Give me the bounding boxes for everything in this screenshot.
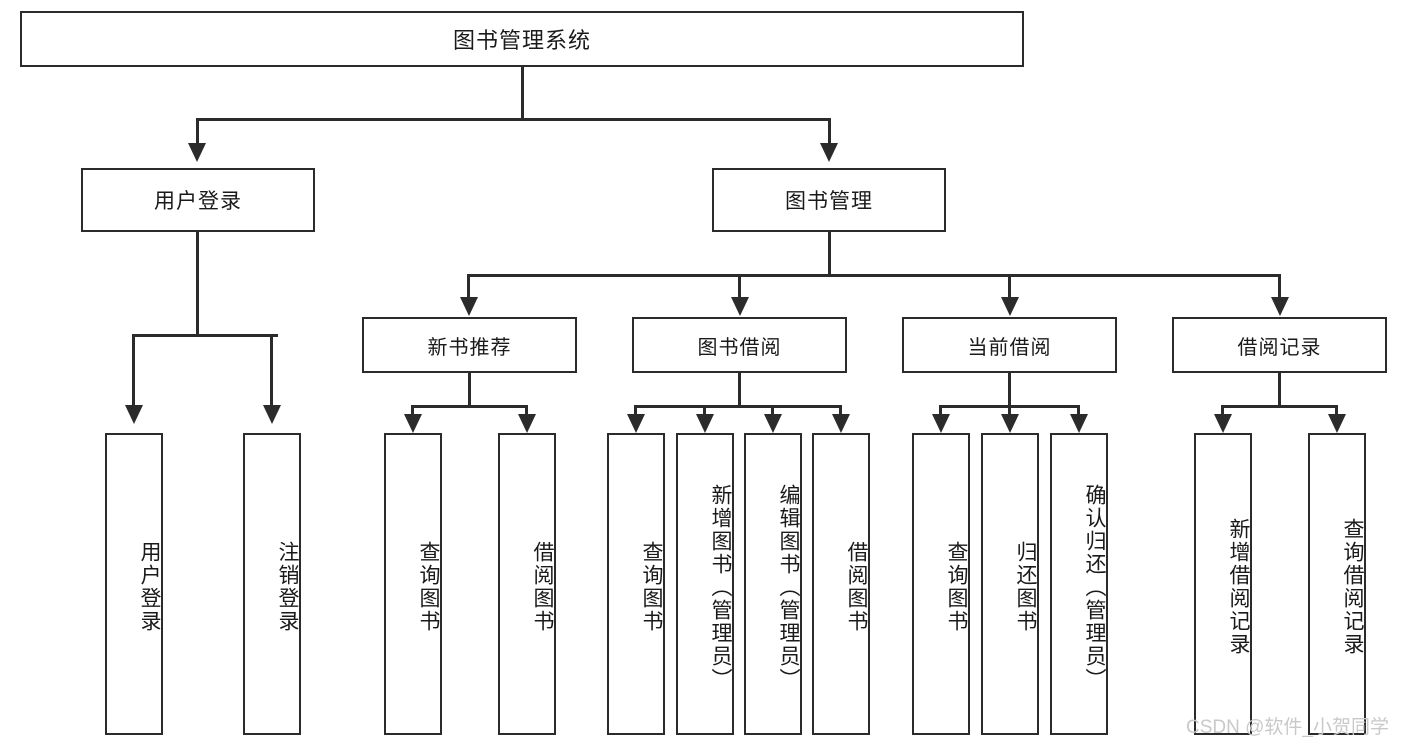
node-borrow-record[interactable]: 借阅记录 <box>1172 317 1387 373</box>
connector-drop-leaf-bookborrow-1 <box>703 405 706 415</box>
arrowhead-leaf-newbook-0 <box>404 414 422 433</box>
arrowhead-leaf-currentborrow-2 <box>1070 414 1088 433</box>
node-new-book-recommend[interactable]: 新书推荐 <box>362 317 577 373</box>
connector-borrow-record-bus <box>1221 405 1338 408</box>
arrowhead-book-manage <box>820 143 838 162</box>
arrowhead-leaf-borrowrecord-0 <box>1214 414 1232 433</box>
node-book-management[interactable]: 图书管理 <box>712 168 946 232</box>
arrowhead-leaf-bookborrow-3 <box>832 414 850 433</box>
leaf-bookborrow-add-book[interactable]: 新增图书（管理员） <box>676 433 734 735</box>
connector-drop-leaf-bookborrow-0 <box>634 405 637 415</box>
connector-drop-leaf-borrowrecord-0 <box>1221 405 1224 415</box>
leaf-bookborrow-borrow-book[interactable]: 借阅图书 <box>812 433 870 735</box>
leaf-newbook-borrow-book[interactable]: 借阅图书 <box>498 433 556 735</box>
leaf-user-login-logout[interactable]: 注销登录 <box>243 433 301 735</box>
leaf-currentborrow-return-book[interactable]: 归还图书 <box>981 433 1039 735</box>
connector-drop-leaf-currentborrow-2 <box>1077 405 1080 415</box>
arrowhead-leaf-newbook-1 <box>518 414 536 433</box>
connector-user-login-bus <box>132 334 278 337</box>
arrowhead-leaf-bookborrow-0 <box>627 414 645 433</box>
connector-book-manage-stem <box>828 232 831 276</box>
arrowhead-leaf-user-login-1 <box>263 405 281 424</box>
connector-book-borrow-bus <box>634 405 841 408</box>
node-user-login[interactable]: 用户登录 <box>81 168 315 232</box>
connector-drop-user-login <box>196 118 199 144</box>
connector-user-login-stem <box>196 232 199 336</box>
connector-drop-leaf-bookborrow-3 <box>839 405 842 415</box>
connector-drop-book-borrow <box>738 274 741 298</box>
connector-book-borrow-stem <box>738 373 741 407</box>
leaf-borrowrecord-query-record[interactable]: 查询借阅记录 <box>1308 433 1366 735</box>
connector-drop-leaf-newbook-1 <box>525 405 528 415</box>
connector-drop-leaf-borrowrecord-1 <box>1335 405 1338 415</box>
connector-drop-leaf-user-login-1 <box>270 334 273 406</box>
node-current-borrow[interactable]: 当前借阅 <box>902 317 1117 373</box>
node-root-system[interactable]: 图书管理系统 <box>20 11 1024 67</box>
connector-drop-current-borrow <box>1008 274 1011 298</box>
connector-drop-leaf-currentborrow-1 <box>1008 405 1011 415</box>
arrowhead-leaf-borrowrecord-1 <box>1328 414 1346 433</box>
connector-borrow-record-stem <box>1278 373 1281 407</box>
arrowhead-leaf-bookborrow-1 <box>696 414 714 433</box>
connector-root-stem <box>521 67 524 120</box>
connector-drop-leaf-newbook-0 <box>411 405 414 415</box>
connector-drop-new-book <box>467 274 470 298</box>
leaf-bookborrow-query-book[interactable]: 查询图书 <box>607 433 665 735</box>
connector-new-book-stem <box>468 373 471 407</box>
leaf-currentborrow-query-book[interactable]: 查询图书 <box>912 433 970 735</box>
leaf-newbook-query-book[interactable]: 查询图书 <box>384 433 442 735</box>
arrowhead-leaf-bookborrow-2 <box>764 414 782 433</box>
connector-drop-book-manage <box>828 118 831 144</box>
arrowhead-new-book <box>460 297 478 316</box>
arrowhead-current-borrow <box>1001 297 1019 316</box>
connector-new-book-bus <box>411 405 528 408</box>
leaf-user-login-login[interactable]: 用户登录 <box>105 433 163 735</box>
connector-drop-borrow-record <box>1278 274 1281 298</box>
arrowhead-book-borrow <box>731 297 749 316</box>
connector-level2-bus <box>196 118 831 121</box>
arrowhead-leaf-currentborrow-1 <box>1001 414 1019 433</box>
connector-level3-bus <box>467 274 1281 277</box>
leaf-currentborrow-confirm-return[interactable]: 确认归还（管理员） <box>1050 433 1108 735</box>
arrowhead-leaf-user-login-0 <box>125 405 143 424</box>
arrowhead-leaf-currentborrow-0 <box>932 414 950 433</box>
node-book-borrow[interactable]: 图书借阅 <box>632 317 847 373</box>
connector-current-borrow-stem <box>1008 373 1011 407</box>
leaf-borrowrecord-add-record[interactable]: 新增借阅记录 <box>1194 433 1252 735</box>
arrowhead-user-login <box>188 143 206 162</box>
connector-drop-leaf-user-login-0 <box>132 334 135 406</box>
leaf-bookborrow-edit-book[interactable]: 编辑图书（管理员） <box>744 433 802 735</box>
connector-drop-leaf-currentborrow-0 <box>939 405 942 415</box>
arrowhead-borrow-record <box>1271 297 1289 316</box>
connector-drop-leaf-bookborrow-2 <box>771 405 774 415</box>
